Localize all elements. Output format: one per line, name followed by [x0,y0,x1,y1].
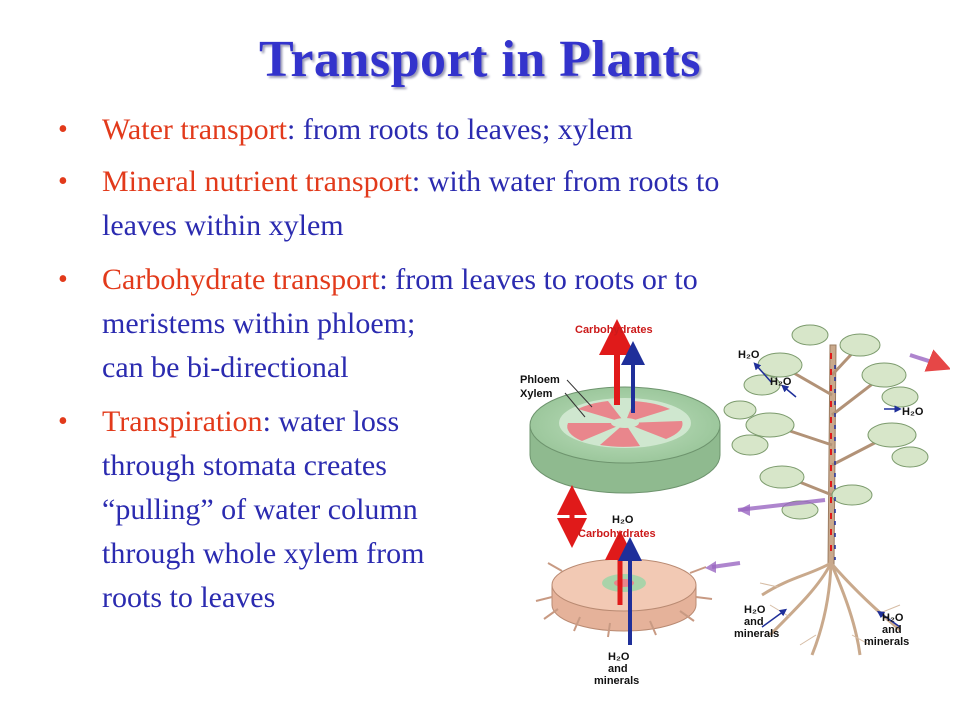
label-h2o-root-right: H₂O [882,612,904,624]
whole-plant [723,324,929,656]
label-and-root-left: and [744,616,764,628]
slide-title: Transport in Plants [259,31,701,88]
bullet-text: roots to leaves [102,581,276,614]
bullet-text: : with water from roots to [411,165,720,198]
label-h2o-leaf-right: H₂O [902,406,924,418]
label-h2o-leaf-left: H₂O [738,349,760,361]
label-xylem: Xylem [520,388,553,400]
label-carbohydrates-top: Carbohydrates [575,324,653,336]
bullet-marker: • [58,264,68,295]
label-carbohydrates-mid: Carbohydrates [578,528,656,540]
bullet-marker: • [58,166,68,197]
plant-transport-figure: Carbohydrates Phloem Xylem H₂O Carbohydr… [500,305,950,700]
bullet-text: through whole xylem from [102,537,425,570]
bullet-text: through stomata creates [102,449,387,482]
bullet-text: : from leaves to roots or to [379,263,698,296]
label-minerals-root-left: minerals [734,628,779,640]
bullet-term: Water transport [102,113,288,146]
bullet-term: Transpiration [102,405,263,438]
stem-cross-section [529,319,721,494]
label-h2o-mid: H₂O [612,514,634,526]
label-minerals-bottom: minerals [594,675,639,687]
bullet-text: leaves within xylem [102,209,344,242]
bullet-text: : water loss [262,405,400,438]
label-h2o-bottom: H₂O [608,651,630,663]
bullet-term: Carbohydrate transport [102,263,380,296]
bullet-text: meristems within phloem; [102,307,416,340]
bullet-text: : from roots to leaves; xylem [287,113,633,146]
bullet-text: “pulling” of water column [102,493,418,526]
bullet-term: Mineral nutrient transport [102,165,412,198]
label-h2o-root-left: H₂O [744,604,766,616]
label-phloem: Phloem [520,374,560,386]
plant-transport-diagram: Carbohydrates Phloem Xylem H₂O Carbohydr… [520,319,950,687]
root-cross-section [535,530,713,645]
label-minerals-root-right: minerals [864,636,909,648]
label-h2o-leaf-inner: H₂O [770,376,792,388]
bullet-marker: • [58,406,68,437]
label-and-root-right: and [882,624,902,636]
bullet-marker: • [58,114,68,145]
label-and-bottom: and [608,663,628,675]
bullet-text: can be bi-directional [102,351,349,384]
